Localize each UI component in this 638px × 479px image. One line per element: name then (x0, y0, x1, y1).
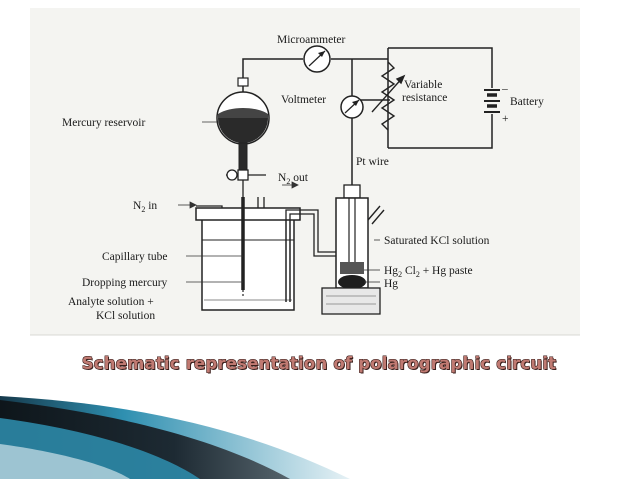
battery-symbol (484, 89, 500, 113)
leader-lines (178, 121, 380, 283)
mercury-reservoir (216, 77, 270, 172)
analyte-beaker (195, 197, 301, 311)
label-pt-wire: Pt wire (356, 156, 389, 168)
voltmeter-dial (340, 95, 364, 119)
label-dropping-mercury: Dropping mercury (82, 277, 168, 289)
label-battery-plus: + (502, 113, 509, 125)
label-mercury-reservoir: Mercury reservoir (62, 117, 146, 129)
label-variable-line1: Variable (404, 79, 442, 91)
label-analyte-line1: Analyte solution + (68, 296, 154, 308)
variable-resistor (371, 61, 406, 131)
salt-bridge (285, 209, 336, 257)
label-n2-in: N2 in (133, 200, 157, 214)
label-battery-minus: – (501, 83, 508, 95)
label-hg: Hg (384, 278, 398, 290)
label-capillary-tube: Capillary tube (102, 251, 167, 263)
label-variable-line2: resistance (402, 92, 447, 104)
label-analyte-line2: KCl solution (96, 310, 155, 322)
decorative-swoosh (0, 396, 350, 479)
label-battery: Battery (510, 96, 544, 108)
stopcock (226, 169, 266, 197)
reference-electrode (321, 184, 385, 315)
label-voltmeter: Voltmeter (281, 94, 326, 106)
microammeter-dial (303, 45, 331, 73)
label-microammeter: Microammeter (277, 34, 346, 46)
label-saturated-kcl: Saturated KCl solution (384, 235, 490, 247)
label-n2-out: N2 out (278, 172, 309, 186)
slide-caption: Schematic representation of polarographi… (81, 354, 557, 373)
label-hg2cl2-paste: Hg2 Cl2 + Hg paste (384, 265, 473, 279)
